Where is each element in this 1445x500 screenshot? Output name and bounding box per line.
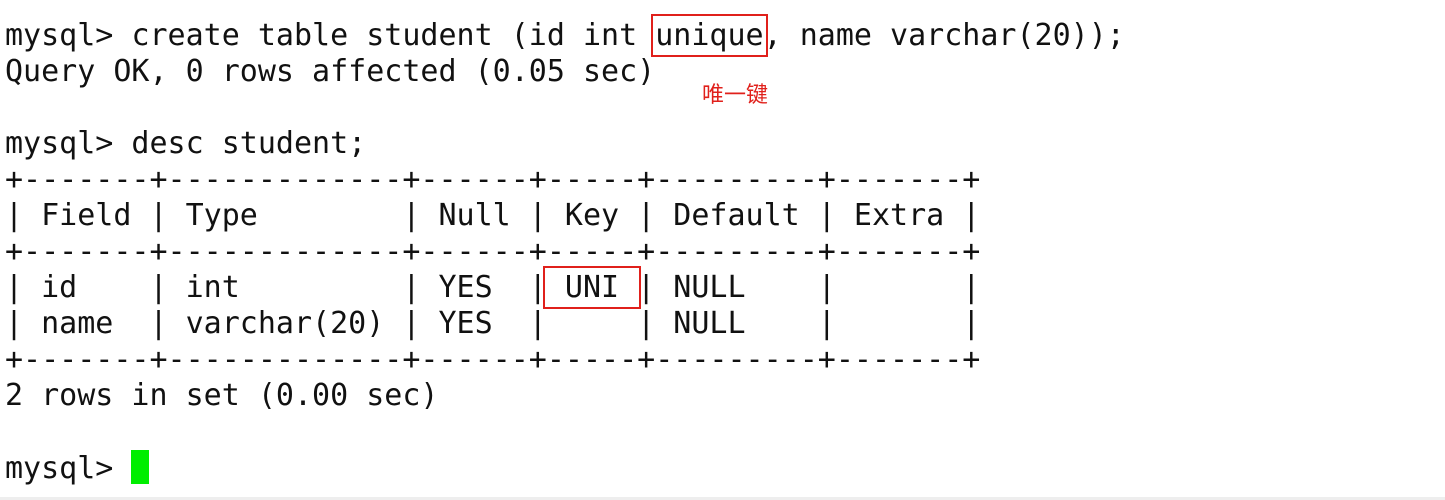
table-row-id: | id | int | YES | UNI | NULL | | [5, 266, 1125, 309]
create-command-end: , name varchar(20)); [763, 18, 1125, 53]
final-mysql-prompt: mysql> [5, 451, 132, 486]
query-ok-line: Query OK, 0 rows affected (0.05 sec) [5, 54, 656, 89]
row-id-start: | id | int | YES | [5, 270, 547, 305]
terminal-output: mysql> create table student (id int uniq… [5, 14, 1125, 486]
terminal-cursor [131, 450, 150, 484]
table-row-name: | name | varchar(20) | YES | | NULL | | [5, 306, 981, 341]
blank-line [5, 90, 1125, 126]
table-border-middle: +-------+-------------+------+-----+----… [5, 234, 981, 269]
create-command-start: create table student (id int [131, 18, 656, 53]
table-border-top: +-------+-------------+------+-----+----… [5, 162, 981, 197]
row-id-end: | NULL | | [637, 270, 981, 305]
uni-key-highlight: UNI [542, 266, 642, 309]
table-border-bottom: +-------+-------------+------+-----+----… [5, 342, 981, 377]
bottom-divider [0, 497, 1445, 500]
blank-line [5, 414, 1125, 450]
desc-command-line: mysql> desc student; [5, 126, 367, 161]
unique-key-annotation: 唯一键 [702, 83, 769, 108]
final-prompt-line[interactable]: mysql> [5, 450, 1125, 486]
create-table-line: mysql> create table student (id int uniq… [5, 14, 1125, 57]
result-summary-line: 2 rows in set (0.00 sec) [5, 378, 439, 413]
unique-keyword-highlight: unique [651, 14, 768, 57]
table-header-row: | Field | Type | Null | Key | Default | … [5, 198, 981, 233]
mysql-prompt: mysql> [5, 18, 132, 53]
